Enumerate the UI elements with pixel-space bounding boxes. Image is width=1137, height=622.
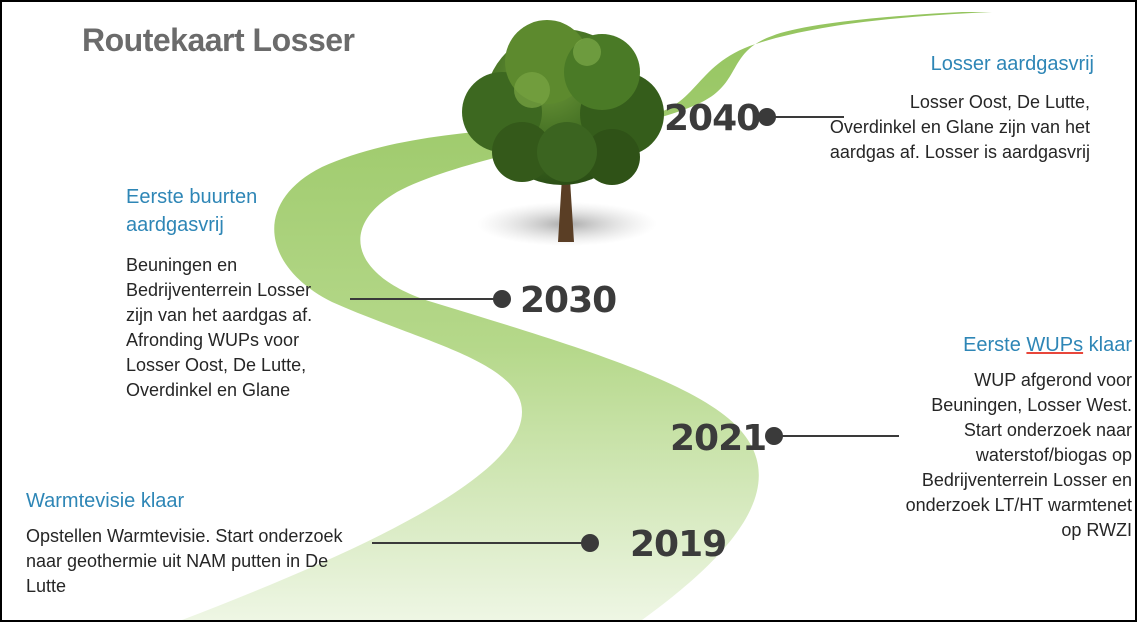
page-title: Routekaart Losser [82,22,355,58]
connector-2019 [372,534,599,552]
year-2019-label: 2019 [630,524,727,565]
tree-icon [462,20,664,242]
milestone-2021-title-suffix: klaar [1083,334,1132,356]
connector-2040 [758,108,844,126]
wups-link[interactable]: WUPs [1026,334,1084,356]
milestone-2021-title: Eerste WUPs klaar [882,331,1132,359]
milestone-2030-body: Beuningen en Bedrijventerrein Losser zij… [126,255,313,400]
connector-2021 [765,427,899,445]
milestone-2021-title-prefix: Eerste [963,334,1027,356]
milestone-2019-title: Warmtevisie klaar [26,490,185,512]
milestone-2021-body: WUP afgerond voor Beuningen, Losser West… [905,370,1132,540]
year-2021-label: 2021 [670,418,767,459]
milestone-2040-title: Losser aardgasvrij [930,53,1094,75]
milestone-2040-body: Losser Oost, De Lutte, Overdinkel en Gla… [829,92,1090,162]
milestone-2030-title: Eerste buurten aardgasvrij [126,186,258,236]
year-2040-label: 2040 [664,98,761,139]
milestone-2019-body: Opstellen Warmtevisie. Start onderzoek n… [26,526,343,596]
connector-2030 [350,290,511,308]
year-2030-label: 2030 [520,280,617,321]
road-path [182,12,992,620]
